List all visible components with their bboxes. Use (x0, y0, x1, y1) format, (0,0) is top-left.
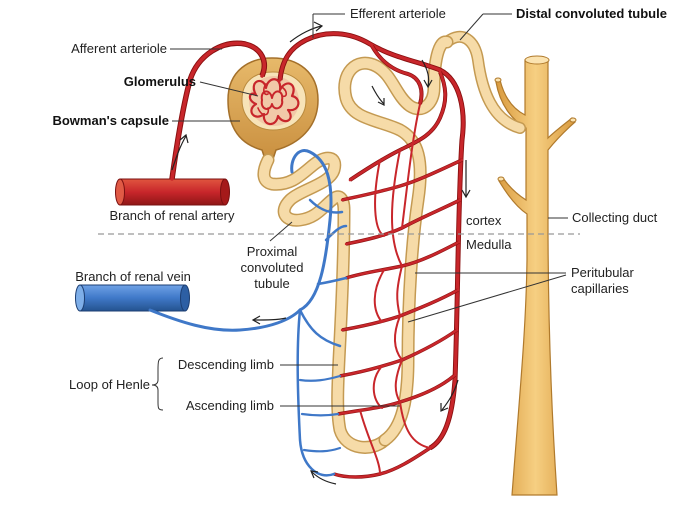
nephron-tubule (257, 35, 454, 454)
label-glomerulus: Glomerulus (124, 74, 196, 89)
label-afferent-arteriole: Afferent arteriole (71, 41, 167, 56)
efferent-arteriole-vessel (277, 31, 466, 451)
label-cortex: cortex (466, 213, 502, 228)
glomerulus-coils (248, 76, 300, 126)
venule-network (148, 149, 348, 477)
afferent-arteriole-vessel (169, 40, 267, 181)
renal-artery (115, 178, 230, 206)
label-medulla: Medulla (466, 237, 512, 252)
label-proximal-line1: Proximal (247, 244, 298, 259)
label-branch-renal-vein: Branch of renal vein (75, 269, 191, 284)
label-ascending-limb: Ascending limb (186, 398, 274, 413)
label-bowmans-capsule: Bowman's capsule (52, 113, 169, 128)
flow-arrows (171, 21, 471, 485)
label-collecting-duct: Collecting duct (572, 210, 658, 225)
label-peritubular-line1: Peritubular (571, 265, 635, 280)
distal-tubule-join (441, 30, 526, 134)
renal-vein (75, 284, 190, 312)
label-branch-renal-artery: Branch of renal artery (109, 208, 235, 223)
label-peritubular-line2: capillaries (571, 281, 629, 296)
label-efferent-arteriole: Efferent arteriole (350, 6, 446, 21)
label-distal-convoluted-tubule: Distal convoluted tubule (516, 6, 667, 21)
label-loop-of-henle: Loop of Henle (69, 377, 150, 392)
label-proximal-line2: convoluted (241, 260, 304, 275)
peritubular-capillary-network (332, 44, 464, 479)
label-proximal-line3: tubule (254, 276, 289, 291)
leader-lines (151, 13, 568, 411)
label-descending-limb: Descending limb (178, 357, 274, 372)
collecting-duct (494, 55, 577, 496)
